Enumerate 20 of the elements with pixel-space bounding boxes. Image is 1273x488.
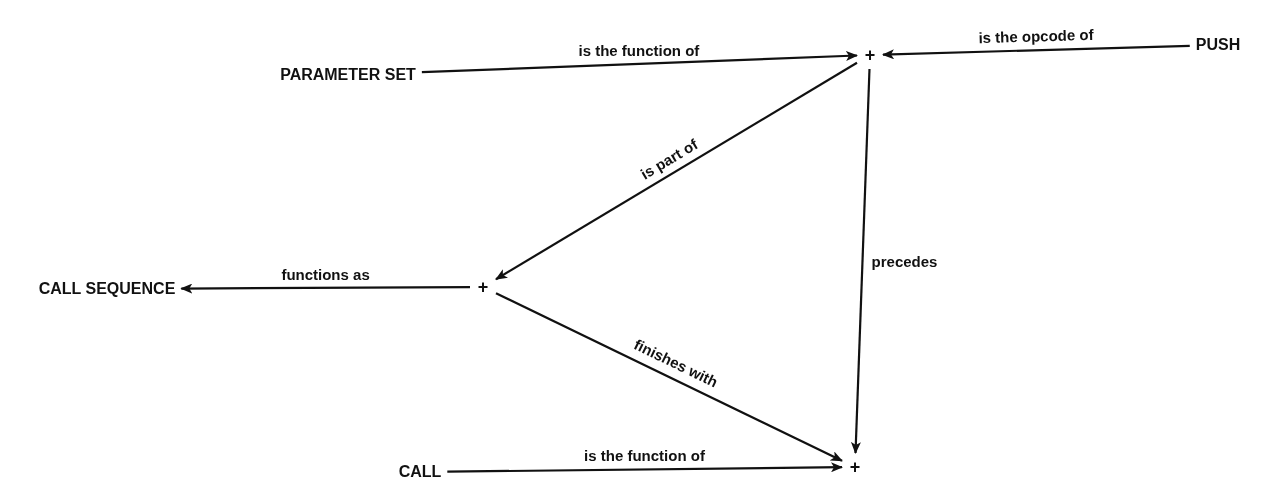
- junction-plus: +: [845, 456, 865, 478]
- arrow: [495, 61, 858, 281]
- arrow: [180, 283, 470, 294]
- arrow: [495, 292, 843, 462]
- edge-label: precedes: [871, 252, 938, 270]
- edge-label: is the function of: [584, 446, 705, 464]
- arrow: [850, 68, 871, 454]
- concept-label: PUSH: [1192, 34, 1244, 56]
- edge-label: is part of: [637, 135, 701, 183]
- junction-plus: +: [473, 276, 493, 298]
- edge-label: functions as: [281, 265, 370, 283]
- edge-label: is the function of: [578, 41, 700, 59]
- concept-label: PARAMETER SET: [277, 64, 419, 86]
- arrow: [882, 44, 1190, 60]
- arrow: [421, 50, 858, 74]
- junction-plus: +: [860, 44, 880, 66]
- edge-label: is the opcode of: [978, 26, 1094, 47]
- concept-label: CALL SEQUENCE: [35, 278, 179, 300]
- concept-label: CALL: [395, 461, 445, 483]
- arrow: [447, 462, 843, 473]
